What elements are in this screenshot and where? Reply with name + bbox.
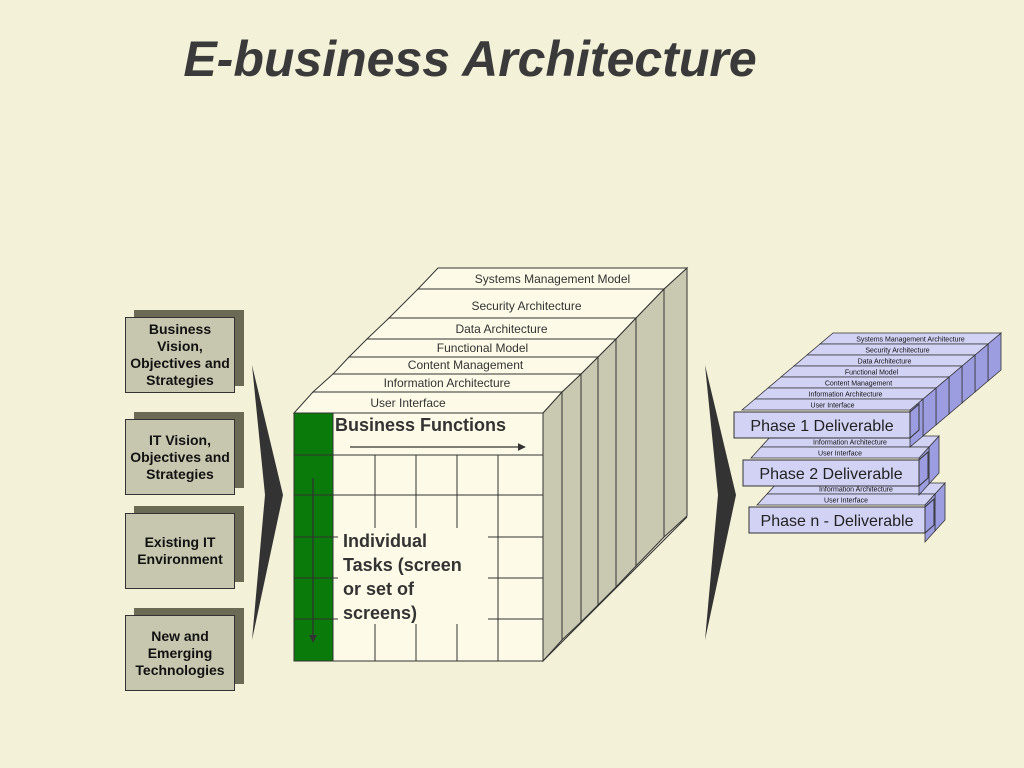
cube-layer-side [561, 372, 582, 642]
deliverable-label: Phase 1 Deliverable [750, 418, 893, 435]
phase-layer-label: Information Architecture [809, 392, 883, 399]
input-label: Business Vision, Objectives and Strategi… [125, 317, 235, 393]
cube-layer: Functional Model [347, 337, 618, 607]
cube-layer-label: User Interface [370, 396, 446, 410]
cube-layer-side [635, 287, 665, 568]
cube-layer-side [615, 316, 637, 589]
cube-layer-label: Functional Model [437, 341, 528, 355]
output-arrow [705, 365, 736, 640]
tasks-label-line: Individual [343, 531, 427, 551]
cube-layer-label: Data Architecture [455, 322, 547, 336]
phase-layer-top [750, 446, 930, 459]
cube-layer-side [597, 337, 617, 607]
cube-layer-label: Security Architecture [471, 299, 581, 313]
input-emerging-tech: New and Emerging Technologies [125, 608, 244, 691]
cube-layer-side [663, 266, 688, 539]
business-functions-label: Business Functions [335, 415, 506, 435]
input-business-vision: Business Vision, Objectives and Strategi… [125, 310, 244, 393]
cube-layer: Data Architecture [365, 316, 638, 589]
input-label: Existing IT Environment [125, 513, 235, 589]
phase-stack: Systems Management ArchitectureSecurity … [733, 332, 1003, 448]
phase-layer-label: Content Management [825, 381, 892, 388]
cube-layer-side [542, 390, 563, 663]
cube-layer: Security Architecture [387, 287, 666, 568]
input-label: New and Emerging Technologies [125, 615, 235, 691]
phase-layer-label: User Interface [811, 403, 855, 410]
input-label: IT Vision, Objectives and Strategies [125, 419, 235, 495]
page-title: E-business Architecture [183, 31, 757, 87]
phase-layer-label: User Interface [824, 498, 868, 505]
input-existing-it: Existing IT Environment [125, 506, 244, 589]
phase-layer-label: User Interface [818, 451, 862, 458]
phase-layer-top [756, 493, 936, 506]
phase-layer-label: Security Architecture [865, 348, 929, 355]
deliverable-label: Phase n - Deliverable [761, 513, 914, 530]
deliverable-label: Phase 2 Deliverable [759, 466, 902, 483]
cube-layer-side [580, 355, 599, 624]
cube-layer: User Interface [292, 390, 564, 663]
deliverable-box [748, 506, 926, 534]
input-arrow [252, 365, 283, 640]
cube-front-face: Business Functions Individual Tasks (scr… [293, 412, 544, 662]
phase-layer-label: Systems Management Architecture [856, 337, 965, 344]
tasks-label-line: or set of [343, 579, 415, 599]
deliverable-box [742, 459, 920, 487]
tasks-label-line: screens) [343, 603, 417, 623]
cube-layer-label: Systems Management Model [475, 272, 630, 286]
input-it-vision: IT Vision, Objectives and Strategies [125, 412, 244, 495]
phase-layer-label: Functional Model [845, 370, 899, 377]
cube-layer: Content Management [331, 355, 600, 624]
cube-layer: Systems Management Model [416, 266, 689, 539]
cube-layer-label: Content Management [408, 358, 524, 372]
phase-layer-label: Data Architecture [858, 359, 912, 366]
phase-layer-label: Information Architecture [819, 487, 893, 494]
cube-bottom-edge [542, 516, 688, 662]
tasks-label-line: Tasks (screen [343, 555, 462, 575]
deliverable-box [733, 411, 911, 439]
phase-layer-top [740, 398, 925, 411]
cube-layer-label: Information Architecture [384, 376, 511, 390]
phase-layer-label: Information Architecture [813, 440, 887, 447]
